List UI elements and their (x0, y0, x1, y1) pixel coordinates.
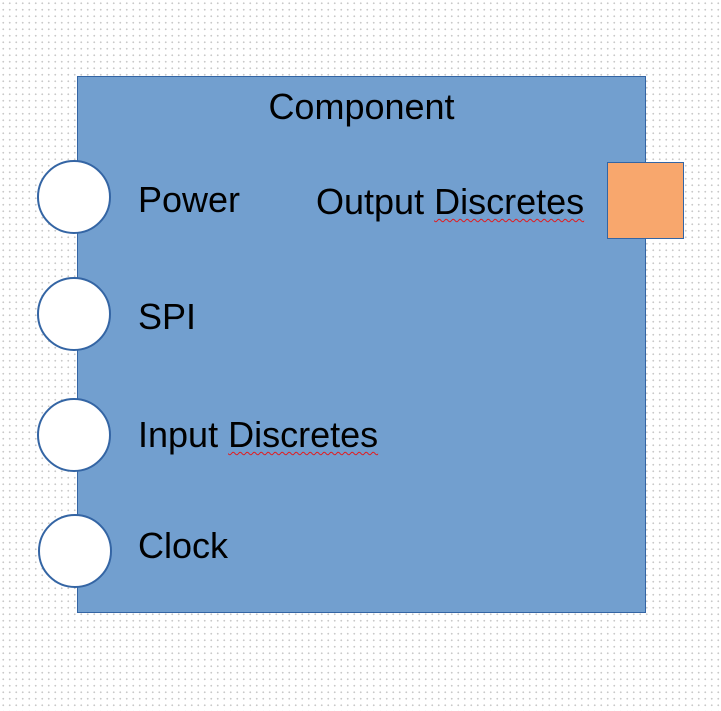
component-title: Component (268, 86, 455, 127)
input-label-clock: Clock (138, 525, 229, 566)
input-label-prefix: Input (138, 414, 229, 455)
input-port-power[interactable] (37, 160, 111, 234)
output-port-output-discretes[interactable] (607, 162, 684, 239)
component-block[interactable]: Component (77, 76, 646, 613)
input-label-spi: SPI (138, 296, 197, 337)
output-label-prefix: Output (316, 181, 435, 222)
input-port-input-discretes[interactable] (37, 398, 111, 472)
input-port-clock[interactable] (38, 514, 112, 588)
output-label-word: Discretes (434, 181, 585, 222)
output-label-output-discretes: Output Discretes (316, 182, 584, 222)
input-label-input-discretes: Input Discretes (138, 415, 378, 455)
input-label-power: Power (138, 179, 241, 220)
input-port-spi[interactable] (37, 277, 111, 351)
input-label-word: Discretes (228, 414, 379, 455)
